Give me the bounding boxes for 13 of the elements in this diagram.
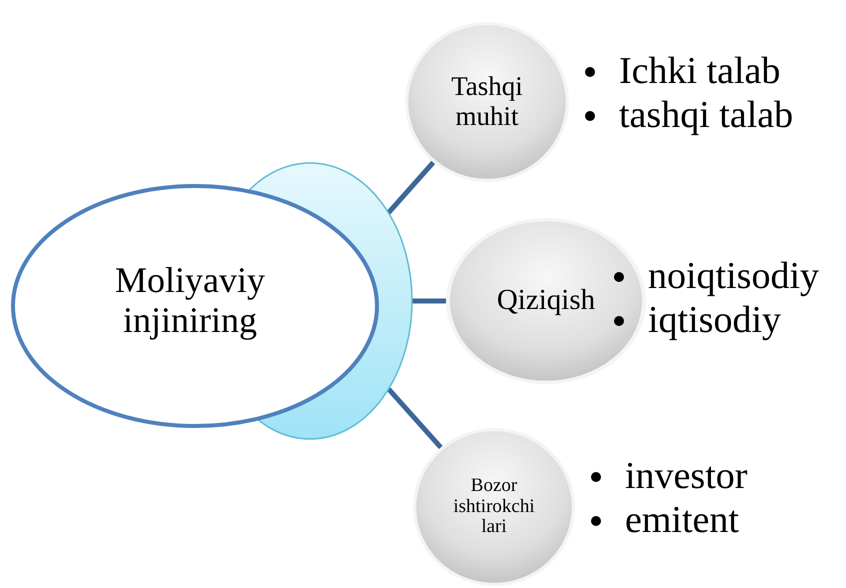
node-label: Tashqi muhit	[450, 72, 524, 132]
node-label: Qiziqish	[496, 285, 596, 317]
bullet-item: tashqi talab	[585, 94, 794, 138]
connector-line	[386, 387, 443, 450]
bullet-item: noiqtisodiy	[614, 255, 820, 299]
connector-line	[386, 160, 436, 214]
bullet-item: investor	[591, 455, 748, 499]
node-label: Moliyaviy injiniring	[114, 261, 266, 341]
bullet-item: iqtisodiy	[614, 298, 820, 342]
bullet-item: emitent	[591, 498, 748, 542]
connector-line	[412, 298, 446, 304]
node-label: Bozor ishtirokchi lari	[452, 476, 536, 538]
bullet-item: Ichki talab	[585, 50, 794, 94]
